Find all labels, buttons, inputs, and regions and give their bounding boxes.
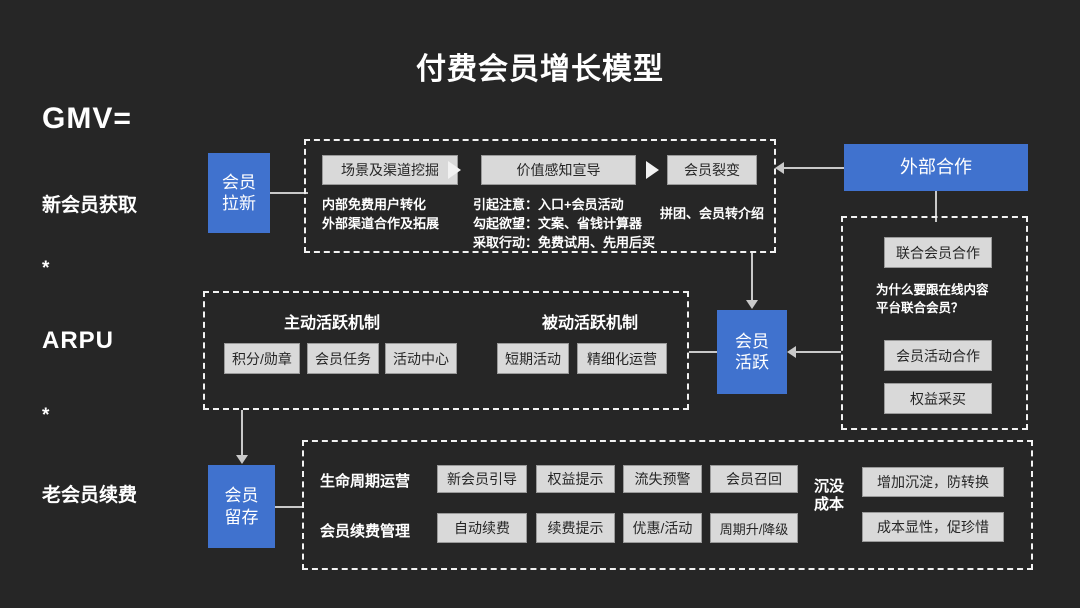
chip-cycle-upgrade-downgrade[interactable]: 周期升/降级 [710,513,798,543]
chip-short-term-activity[interactable]: 短期活动 [497,343,569,374]
note-scene-channel-mining: 内部免费用户转化 外部渠道合作及拓展 [322,197,440,231]
note-external-question: 为什么要跟在线内容 平台联合会员？ [876,283,989,316]
node-member-activity-label: 会员 活跃 [735,331,769,372]
node-member-retention[interactable]: 会员 留存 [208,465,275,548]
connector-external-to-activity [795,351,841,353]
arrow-down-icon-activity [746,300,758,309]
note-value-perception: 引起注意：入口+会员活动 勾起欲望：文案、省钱计算器 采取行动：免费试用、先用后… [473,197,656,250]
connector-external-down [935,191,937,222]
arrow-left-icon-funnel [775,162,784,174]
chip-increase-deposit-prevent-switch[interactable]: 增加沉淀，防转换 [862,467,1004,497]
label-arpu: ARPU [42,327,115,354]
node-member-activity[interactable]: 会员 活跃 [717,310,787,394]
connector-acquisition-to-funnel [270,192,308,194]
node-external-cooperation-label: 外部合作 [900,157,972,178]
node-member-retention-label: 会员 留存 [224,486,259,527]
chip-refined-operations[interactable]: 精细化运营 [577,343,667,374]
panel-retention [302,440,1033,570]
rowlabel-renewal-management: 会员续费管理 [320,523,411,540]
chip-new-member-onboarding[interactable]: 新会员引导 [437,465,527,493]
label-old-member-renewal: 老会员续费 [42,485,138,506]
chip-benefit-reminder[interactable]: 权益提示 [536,465,615,493]
note-member-fission: 拼团、会员转介绍 [660,206,765,221]
chip-benefit-procurement[interactable]: 权益采买 [884,383,992,414]
chip-member-fission[interactable]: 会员裂变 [667,155,757,185]
chip-discount-activity[interactable]: 优惠/活动 [623,513,702,543]
label-multiply-2: * [42,405,50,426]
chip-auto-renewal[interactable]: 自动续费 [437,513,527,543]
connector-external-to-funnel [784,167,844,169]
chip-member-activity-cooperation[interactable]: 会员活动合作 [884,340,992,371]
node-member-acquisition[interactable]: 会员 拉新 [208,153,270,233]
node-external-cooperation[interactable]: 外部合作 [844,144,1028,191]
connector-mechanisms-to-activity [689,351,717,353]
heading-passive-mechanism: 被动活跃机制 [541,315,638,332]
chip-cost-visibility-cherish[interactable]: 成本显性，促珍惜 [862,512,1004,542]
label-gmv: GMV= [42,102,132,135]
panel-acquisition-funnel [304,139,776,253]
triangle-right-icon-1 [448,161,461,179]
chip-member-tasks[interactable]: 会员任务 [307,343,379,374]
chip-scene-channel-mining[interactable]: 场景及渠道挖掘 [322,155,458,185]
chip-renewal-reminder[interactable]: 续费提示 [536,513,615,543]
rowlabel-lifecycle-operations: 生命周期运营 [320,473,411,490]
arrow-down-icon-retention [236,455,248,464]
heading-active-mechanism: 主动活跃机制 [283,315,380,332]
chip-churn-warning[interactable]: 流失预警 [623,465,702,493]
connector-retention-to-panel [275,506,303,508]
page-title: 付费会员增长模型 [416,53,664,86]
chip-activity-center[interactable]: 活动中心 [385,343,457,374]
label-multiply-1: * [42,258,50,279]
chip-member-recall[interactable]: 会员召回 [710,465,798,493]
arrow-left-icon-activity [787,346,796,358]
panel-activity-mechanisms [203,291,689,410]
panel-external-cooperation [841,216,1028,430]
connector-mechanisms-to-retention [241,410,243,456]
triangle-right-icon-2 [646,161,659,179]
node-member-acquisition-label: 会员 拉新 [222,172,256,213]
chip-points-badges[interactable]: 积分/勋章 [224,343,300,374]
chip-value-perception[interactable]: 价值感知宣导 [481,155,636,185]
connector-funnel-to-activity [751,253,753,301]
label-new-member-acquisition: 新会员获取 [42,195,138,216]
label-sunk-cost: 沉没 成本 [813,478,844,513]
chip-joint-membership-cooperation[interactable]: 联合会员合作 [884,237,992,268]
